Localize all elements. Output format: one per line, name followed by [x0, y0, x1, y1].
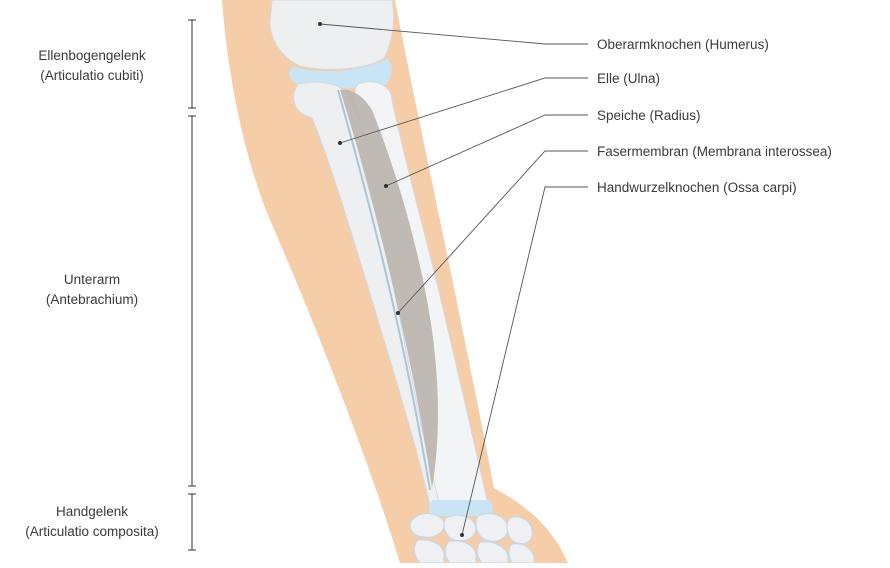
- carpal-bone: [409, 512, 445, 538]
- region-brackets: [188, 19, 196, 551]
- humerus-bone: [269, 0, 395, 70]
- leader-dot: [384, 184, 388, 188]
- carpal-bones: [409, 512, 535, 564]
- wrist-cartilage: [429, 500, 493, 516]
- leader-radius: [385, 114, 588, 187]
- elbow-cartilage: [289, 58, 392, 89]
- label-radius: Speiche (Radius): [597, 108, 701, 123]
- region-label-wrist-line2: (Articulatio composita): [25, 524, 159, 539]
- label-membrane: Fasermembran (Membrana interossea): [597, 144, 832, 159]
- carpal-bone: [443, 514, 477, 542]
- leader-lines: [319, 23, 588, 536]
- label-ulna: Elle (Ulna): [597, 71, 660, 86]
- membrane-edge: [337, 89, 431, 491]
- leader-carpals: [461, 186, 588, 536]
- leader-humerus: [319, 23, 588, 45]
- region-label-forearm-line2: (Antebrachium): [46, 292, 138, 307]
- region-label-forearm-line1: Unterarm: [64, 272, 120, 287]
- region-label-wrist-line1: Handgelenk: [56, 504, 128, 519]
- region-label-elbow-line2: (Articulatio cubiti): [40, 68, 144, 83]
- label-carpals: Handwurzelknochen (Ossa carpi): [597, 180, 797, 195]
- leader-dot: [396, 311, 400, 315]
- carpal-bone: [475, 513, 509, 542]
- leader-ulna: [339, 77, 588, 144]
- carpal-bone: [506, 516, 533, 545]
- label-humerus: Oberarmknochen (Humerus): [597, 37, 769, 52]
- leader-dots: [318, 22, 464, 537]
- leader-dot: [338, 141, 342, 145]
- leader-dot: [460, 533, 464, 537]
- leader-membrane: [397, 150, 588, 314]
- region-label-elbow-line1: Ellenbogengelenk: [38, 48, 146, 63]
- interosseous-membrane: [340, 89, 438, 488]
- leader-dot: [318, 22, 322, 26]
